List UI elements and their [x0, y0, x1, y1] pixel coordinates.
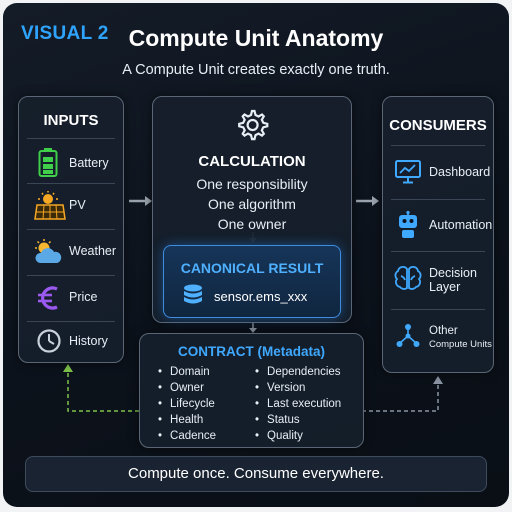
- visual-tag: VISUAL 2: [21, 23, 109, 44]
- calculation-line: One algorithm: [208, 196, 296, 212]
- arrow-inputs-to-calculation: [129, 196, 152, 206]
- consumer-label: Decision: [429, 266, 477, 280]
- canonical-title: CANONICAL RESULT: [180, 260, 324, 276]
- footer-banner: Compute once. Consume everywhere.: [25, 456, 487, 492]
- input-item-price: Price: [19, 277, 123, 321]
- input-item-history: History: [19, 323, 123, 361]
- divider: [27, 229, 115, 230]
- contract-field: Health: [158, 414, 203, 426]
- solar-panel-icon: [34, 191, 66, 220]
- input-label: Battery: [69, 156, 109, 170]
- divider: [391, 309, 485, 310]
- diagram-subtitle: A Compute Unit creates exactly one truth…: [122, 62, 390, 78]
- input-label: PV: [69, 198, 86, 212]
- brain-icon: [394, 266, 422, 290]
- divider: [391, 199, 485, 200]
- divider: [27, 183, 115, 184]
- contract-field: Cadence: [158, 430, 216, 442]
- contract-field: Last execution: [255, 398, 341, 410]
- dashboard-icon: [395, 160, 421, 184]
- input-label: History: [69, 334, 108, 348]
- footer-text: Compute once. Consume everywhere.: [128, 465, 384, 482]
- consumer-label: Dashboard: [429, 165, 491, 179]
- sensor-id: sensor.ems_xxx: [214, 289, 308, 304]
- consumer-item-other-compute-units: Other Compute Units: [383, 311, 493, 367]
- arrow-calculation-to-consumers: [356, 196, 379, 206]
- contract-field: Owner: [158, 382, 204, 394]
- divider: [27, 275, 115, 276]
- divider: [27, 138, 115, 139]
- contract-field: Status: [255, 414, 300, 426]
- contract-field: Lifecycle: [158, 398, 215, 410]
- inputs-title: INPUTS: [43, 112, 99, 129]
- contract-field: Dependencies: [255, 366, 341, 378]
- consumer-label: Other: [429, 325, 458, 337]
- consumers-title: CONSUMERS: [389, 117, 487, 134]
- diagram-title: Compute Unit Anatomy: [128, 25, 384, 51]
- divider: [391, 251, 485, 252]
- inputs-panel: INPUTS Battery: [18, 96, 124, 363]
- database-icon: [184, 284, 202, 304]
- consumer-label-line2: Compute Units: [429, 339, 492, 350]
- calculation-title: CALCULATION: [198, 153, 306, 170]
- dashed-path-right: [362, 376, 443, 412]
- input-item-battery: Battery: [19, 143, 123, 183]
- input-label: Price: [69, 290, 98, 304]
- consumer-label-line2: Layer: [429, 280, 461, 294]
- gear-icon: [238, 109, 269, 141]
- arrow-to-contract: [249, 322, 257, 333]
- contract-title: CONTRACT (Metadata): [178, 344, 325, 359]
- calculation-line: One owner: [217, 216, 287, 232]
- consumer-item-automation: Automation: [383, 201, 493, 251]
- battery-icon: [38, 148, 58, 177]
- input-label: Weather: [69, 244, 117, 258]
- consumer-item-decision-layer: Decision Layer: [383, 253, 493, 309]
- weather-icon: [35, 239, 62, 263]
- consumers-panel: CONSUMERS Dashboard Automation: [382, 96, 494, 373]
- canonical-result-box: CANONICAL RESULT sensor.ems_xxx: [163, 245, 341, 318]
- input-item-pv: PV: [19, 185, 123, 229]
- diagram-canvas: VISUAL 2 Compute Unit Anatomy A Compute …: [3, 3, 509, 507]
- input-item-weather: Weather: [19, 231, 123, 275]
- contract-field: Version: [255, 382, 305, 394]
- euro-icon: [38, 286, 58, 310]
- contract-field: Domain: [158, 366, 210, 378]
- contract-field: Quality: [255, 430, 303, 442]
- robot-icon: [399, 210, 417, 238]
- dashed-feedback-left: [63, 364, 139, 412]
- consumer-label: Automation: [429, 218, 493, 232]
- network-icon: [396, 324, 420, 347]
- calculation-line: One responsibility: [196, 176, 308, 192]
- divider: [27, 321, 115, 322]
- divider: [391, 145, 485, 146]
- clock-icon: [37, 329, 61, 353]
- contract-panel: CONTRACT (Metadata) Domain Owner Lifecyc…: [139, 333, 364, 448]
- consumer-item-dashboard: Dashboard: [383, 147, 493, 197]
